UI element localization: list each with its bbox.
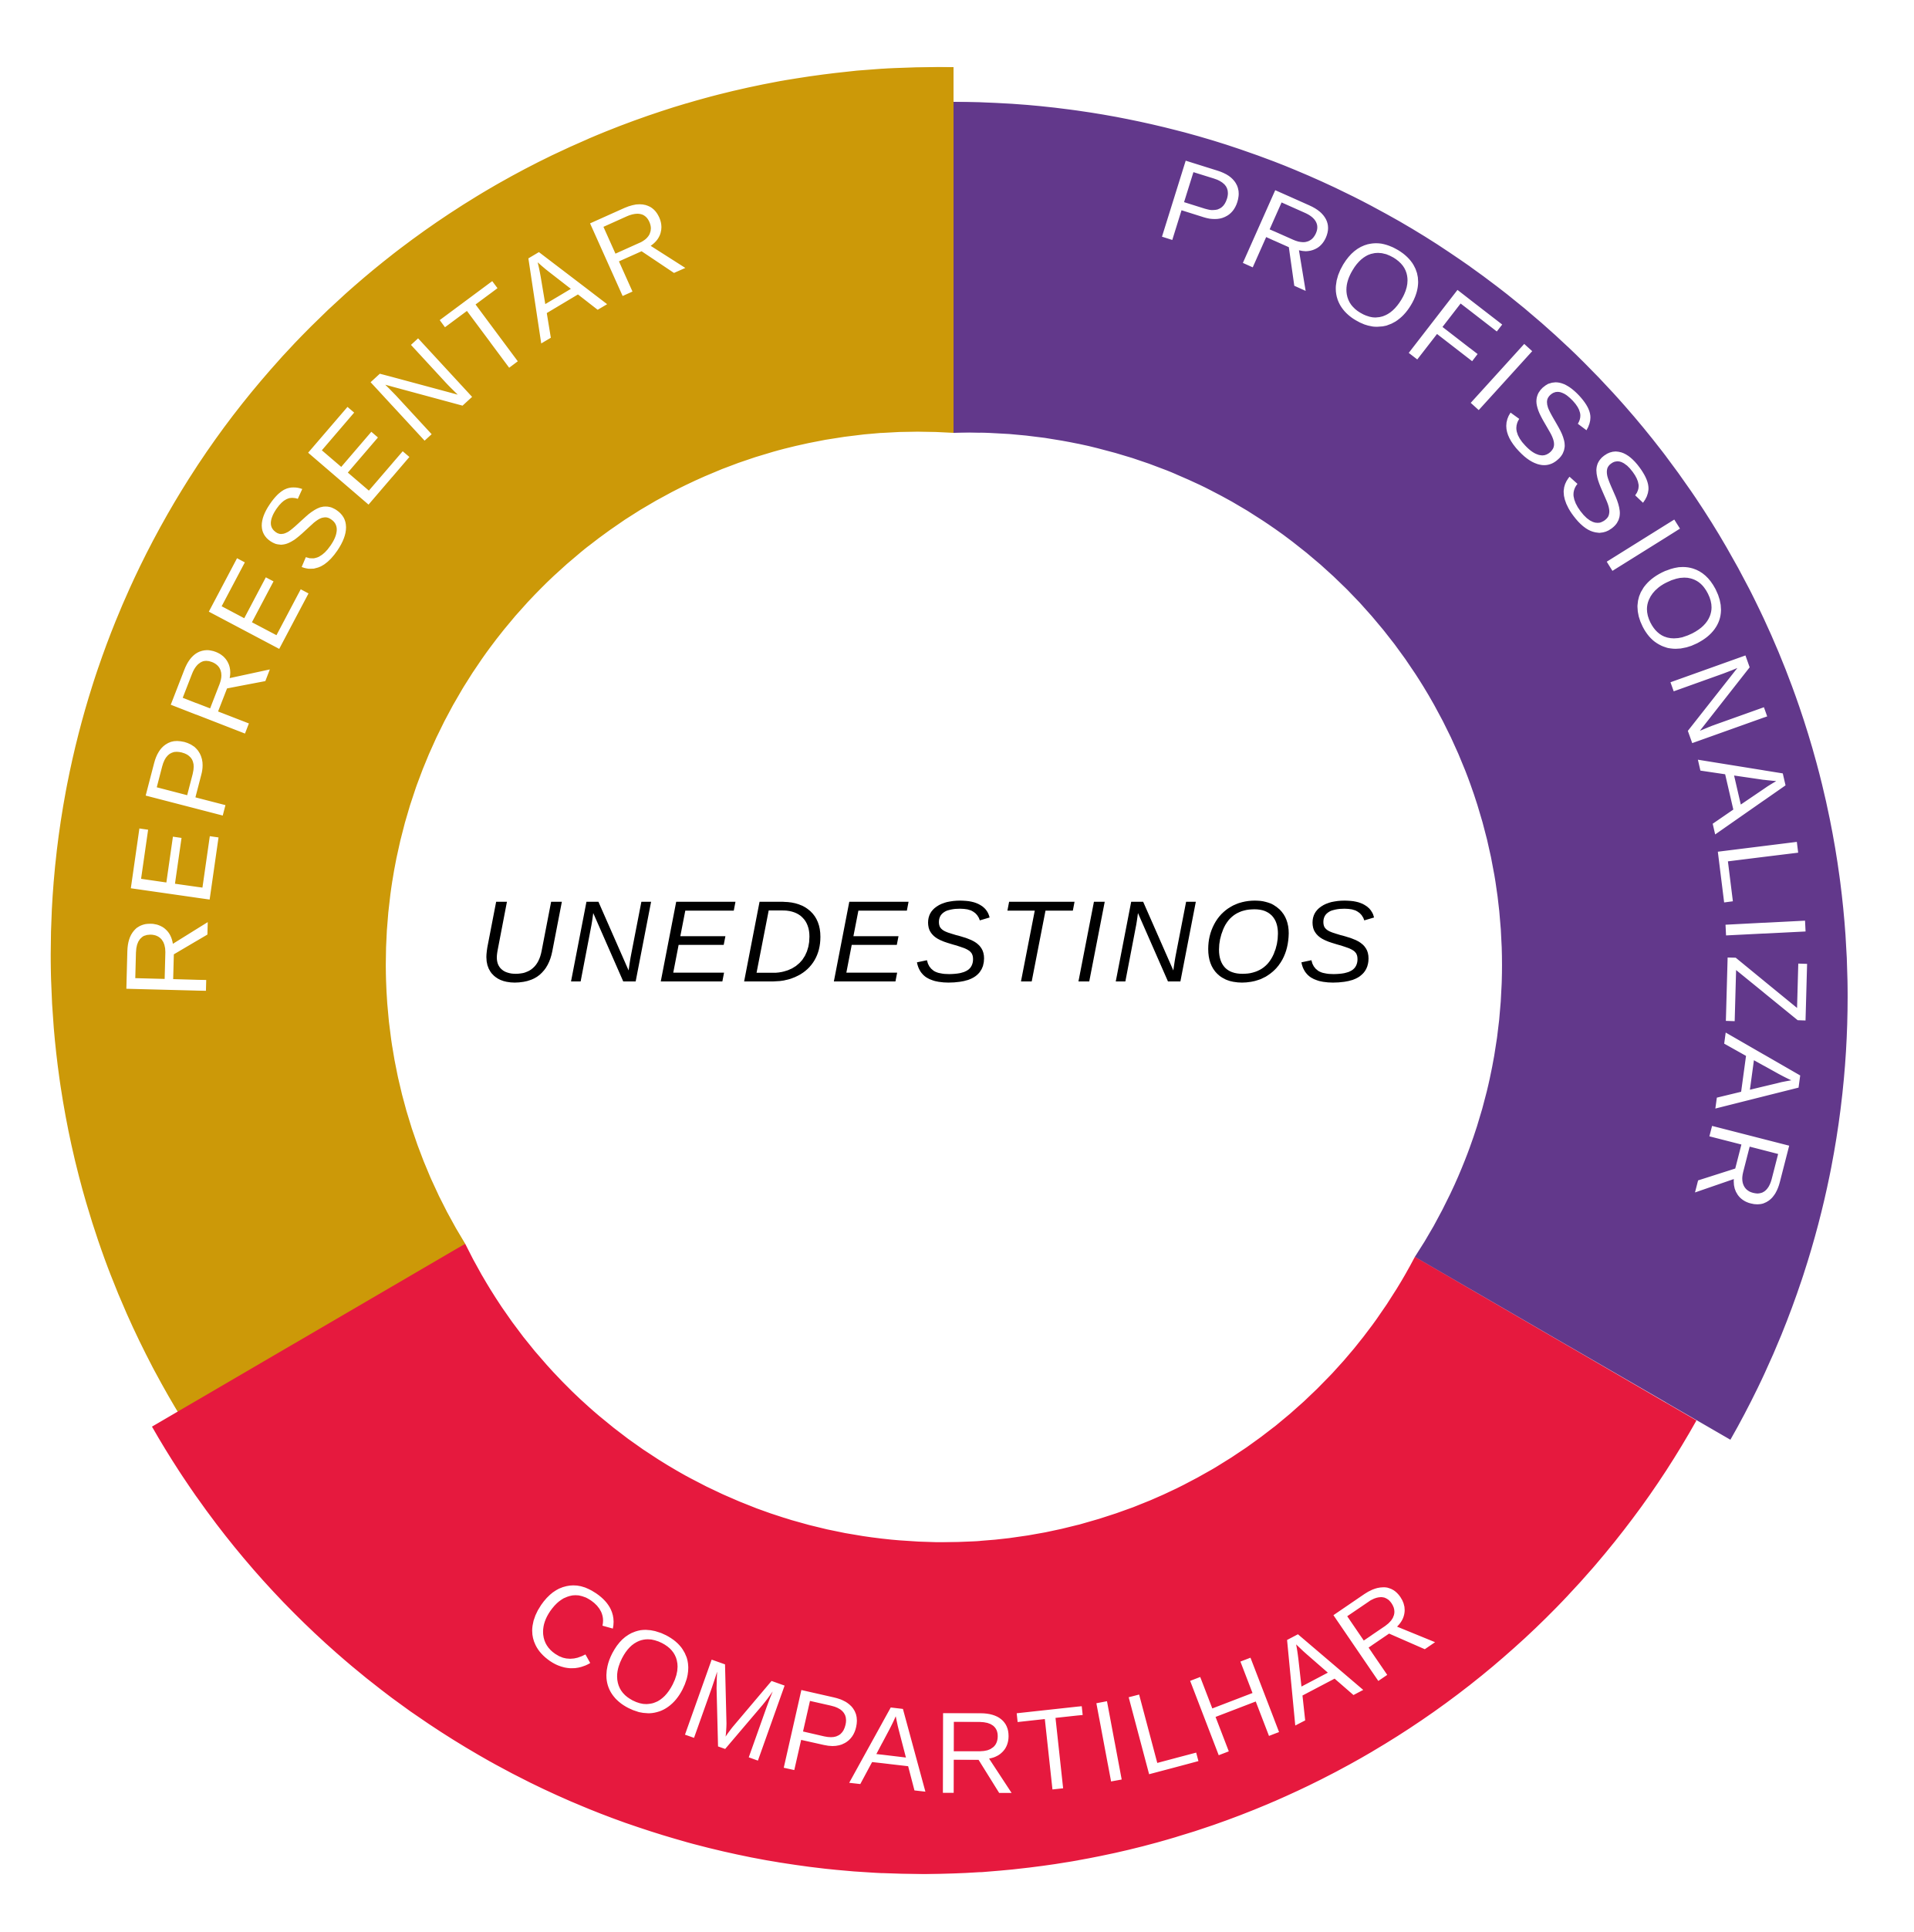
center-title: UNEDESTINOS [478,876,1381,1006]
segment-representar [50,66,954,1420]
segment-compartilhar [152,1244,1696,1874]
segment-profissionalizar [954,102,1848,1440]
